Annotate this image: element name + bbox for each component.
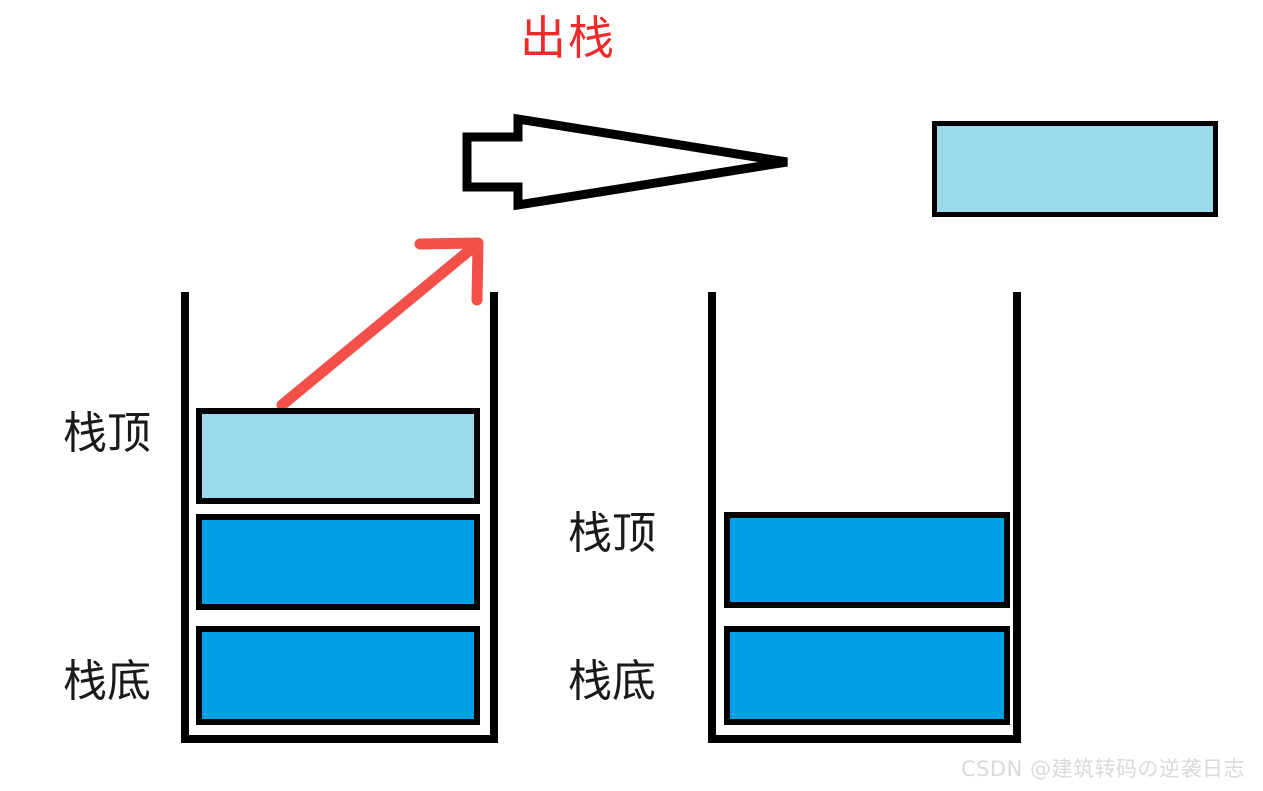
stack-cell-bottom: [724, 626, 1010, 725]
stack-cell-bottom: [196, 626, 480, 725]
stack-left-wall: [181, 292, 189, 743]
stack-bottom-label: 栈底: [568, 656, 656, 707]
stack-right-wall: [490, 292, 498, 743]
pop-direction-arrow-icon: [265, 228, 497, 420]
stack-before-pop: 栈顶 栈底: [0, 0, 520, 791]
stack-after-pop: 栈顶 栈底: [568, 292, 1021, 743]
stack-left-wall: [708, 292, 716, 743]
flow-arrow-icon: [460, 112, 794, 212]
page-title: 出栈: [520, 11, 616, 65]
stack-cell-middle: [196, 514, 480, 610]
stack-bottom-label: 栈底: [63, 656, 151, 707]
popped-element: [932, 121, 1218, 217]
watermark: CSDN @建筑转码の逆袭日志: [960, 757, 1245, 781]
stack-cell-top: [724, 512, 1010, 608]
stack-top-label: 栈顶: [568, 508, 656, 559]
stack-top-label: 栈顶: [63, 408, 151, 459]
stack-right-wall: [1013, 292, 1021, 743]
stack-floor: [708, 735, 1021, 743]
stack-cell-top: [196, 408, 480, 504]
stack-floor: [181, 735, 498, 743]
